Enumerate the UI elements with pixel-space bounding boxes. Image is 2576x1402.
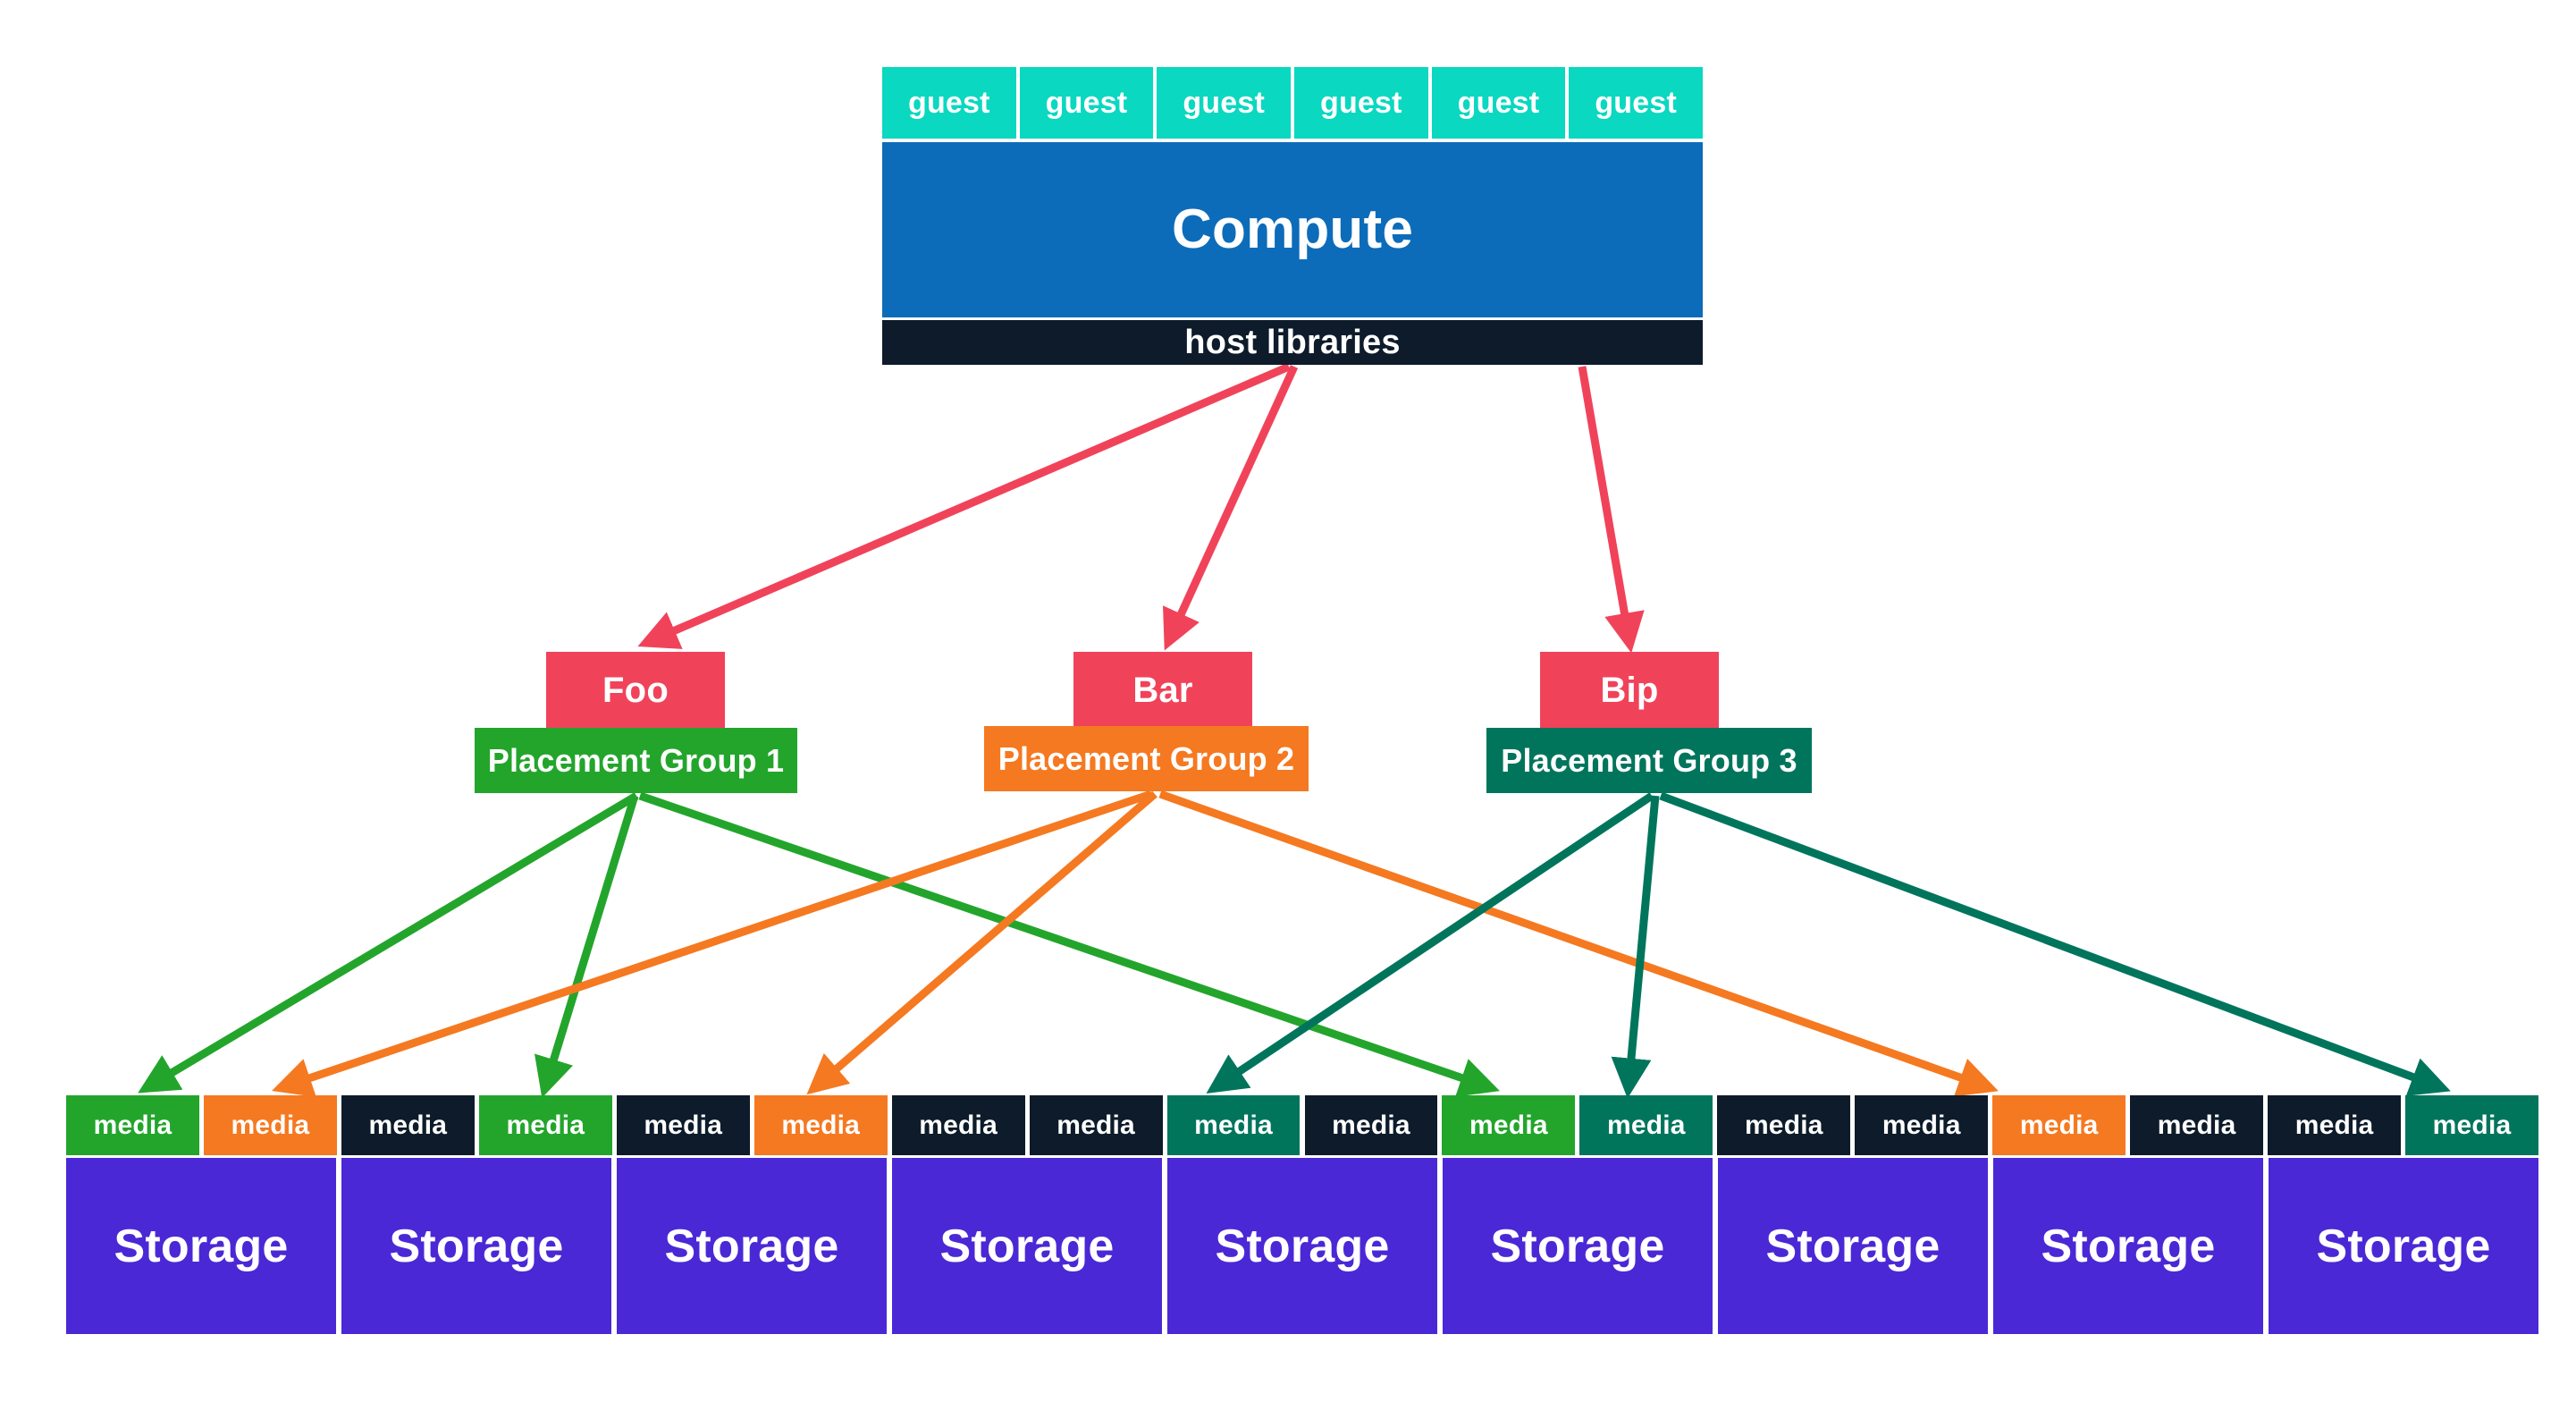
media-cell[interactable]: media: [478, 1095, 612, 1155]
app-box-bar[interactable]: Bar: [1073, 652, 1252, 728]
media-cell[interactable]: media: [2268, 1095, 2402, 1155]
media-cell[interactable]: media: [1992, 1095, 2126, 1155]
media-cell[interactable]: media: [891, 1095, 1025, 1155]
arrow-pg3-to-media-18: [1659, 791, 2451, 1096]
app-box-foo[interactable]: Foo: [546, 652, 725, 728]
arrow-pg3-to-media-9: [1206, 792, 1654, 1094]
guest-cell[interactable]: guest: [1569, 67, 1703, 139]
arrow-hostlib-to-bip: [1578, 366, 1645, 654]
media-cell[interactable]: media: [1855, 1095, 1989, 1155]
host-libraries-block: host libraries: [882, 320, 1703, 365]
media-cell[interactable]: media: [1717, 1095, 1851, 1155]
storage-block[interactable]: Storage: [1167, 1158, 1437, 1334]
media-cell[interactable]: media: [753, 1095, 888, 1155]
storage-block[interactable]: Storage: [66, 1158, 336, 1334]
arrow-pg3-to-media-12: [1611, 795, 1660, 1099]
guest-cell[interactable]: guest: [882, 67, 1016, 139]
storage-block[interactable]: Storage: [2269, 1158, 2538, 1334]
media-cell[interactable]: media: [1442, 1095, 1576, 1155]
arrow-pg2-to-media-6: [806, 790, 1158, 1095]
app-box-bip[interactable]: Bip: [1540, 652, 1719, 728]
media-cell[interactable]: media: [1166, 1095, 1301, 1155]
guest-cell[interactable]: guest: [1294, 67, 1428, 139]
arrow-hostlib-to-foo: [637, 362, 1291, 649]
guest-cell[interactable]: guest: [1431, 67, 1566, 139]
media-cell[interactable]: media: [1579, 1095, 1713, 1155]
media-cell[interactable]: media: [2130, 1095, 2264, 1155]
storage-block[interactable]: Storage: [341, 1158, 611, 1334]
guest-cell[interactable]: guest: [1157, 67, 1291, 139]
compute-block: Compute: [882, 142, 1703, 317]
storage-block[interactable]: Storage: [892, 1158, 1162, 1334]
placement-group-2[interactable]: Placement Group 2: [984, 726, 1309, 791]
placement-group-1[interactable]: Placement Group 1: [475, 728, 797, 793]
media-cell[interactable]: media: [2405, 1095, 2538, 1155]
arrow-hostlib-to-bar: [1163, 365, 1299, 651]
media-cell[interactable]: media: [203, 1095, 337, 1155]
media-cell[interactable]: media: [66, 1095, 199, 1155]
media-cell[interactable]: media: [1029, 1095, 1163, 1155]
arrow-pg1-to-media-1: [138, 792, 639, 1094]
placement-group-3[interactable]: Placement Group 3: [1486, 728, 1812, 793]
media-cell[interactable]: media: [616, 1095, 750, 1155]
guest-cell[interactable]: guest: [1019, 67, 1154, 139]
arrow-pg1-to-media-4: [534, 794, 639, 1099]
arrow-pg1-to-media-11: [638, 791, 1500, 1097]
arrow-pg2-to-media-15: [1158, 790, 1999, 1097]
media-cell[interactable]: media: [341, 1095, 475, 1155]
storage-block[interactable]: Storage: [1443, 1158, 1713, 1334]
media-cell[interactable]: media: [1304, 1095, 1438, 1155]
storage-block[interactable]: Storage: [1718, 1158, 1988, 1334]
storage-block[interactable]: Storage: [1993, 1158, 2263, 1334]
arrow-pg2-to-media-2: [272, 790, 1153, 1097]
storage-block[interactable]: Storage: [617, 1158, 887, 1334]
